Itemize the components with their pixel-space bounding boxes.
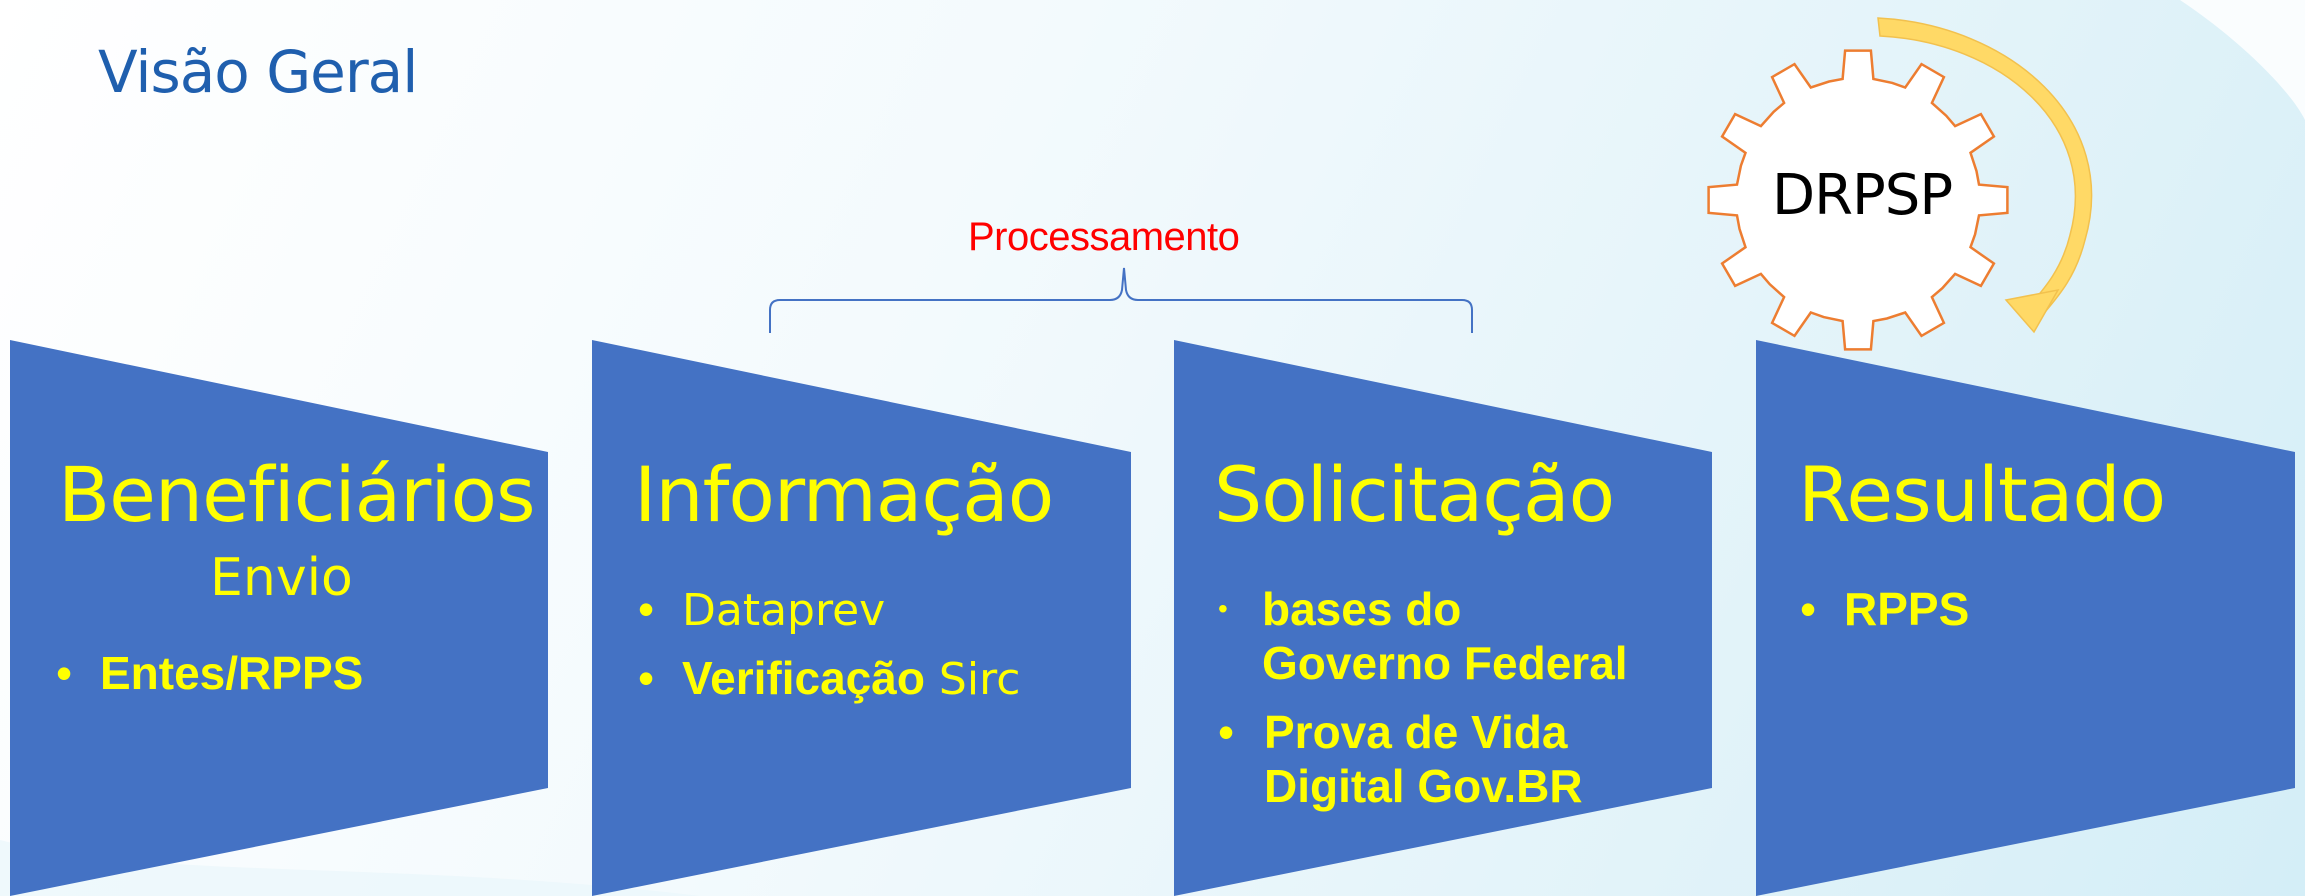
stage-2-bullets: •Dataprev •Verificação Sirc	[638, 582, 1128, 720]
list-item: •Dataprev	[638, 583, 886, 636]
stage-1-bullets: •Entes/RPPS	[56, 646, 536, 714]
list-item: •Prova de Vida Digital Gov.BR	[1218, 705, 1583, 812]
stage-shape-2	[592, 340, 1131, 896]
stage-1-heading: Beneficiários	[58, 450, 536, 539]
list-item: •Verificação Sirc	[638, 651, 1021, 705]
list-item: •bases do Governo Federal	[1218, 583, 1628, 690]
stage-1-sub: Envio	[210, 548, 353, 608]
stage-3-heading: Solicitação	[1214, 450, 1615, 539]
page-title: Visão Geral	[98, 38, 418, 106]
stage-4-bullets: •RPPS	[1800, 582, 2270, 650]
stage-4-heading: Resultado	[1798, 450, 2166, 539]
list-item: •RPPS	[1800, 583, 1970, 635]
stage-shape-3	[1174, 340, 1712, 896]
gear-icon	[1707, 17, 2093, 351]
processing-label: Processamento	[968, 215, 1240, 259]
stage-3-bullets: •bases do Governo Federal •Prova de Vida…	[1218, 582, 1658, 827]
list-item: •Entes/RPPS	[56, 647, 364, 699]
stage-2-heading: Informação	[634, 450, 1054, 539]
stage-shape-4	[1756, 340, 2295, 896]
gear-label: DRPSP	[1772, 163, 1953, 228]
cycle-arrow-head	[2004, 288, 2060, 334]
stage-shape-1	[10, 340, 548, 896]
gear-shape	[1707, 49, 2009, 351]
